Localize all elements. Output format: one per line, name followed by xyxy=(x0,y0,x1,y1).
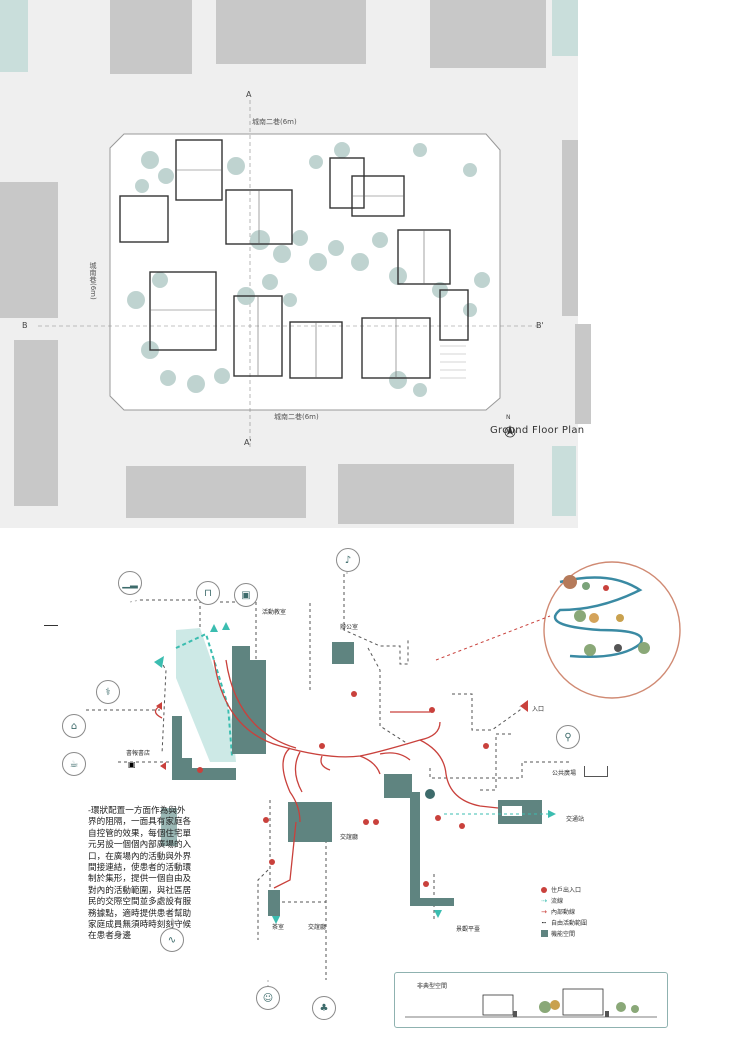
label-entrance: 入口 xyxy=(532,706,545,713)
building-top-teal xyxy=(0,0,28,72)
entrance-dots xyxy=(197,691,489,887)
teapot-icon: ☕ xyxy=(62,752,86,776)
section-a-top-label: A xyxy=(246,90,252,99)
legend-text: 機能空間 xyxy=(551,931,576,938)
legend-item-entrance: 住戶出入口 xyxy=(537,884,587,895)
building-bottom-teal xyxy=(552,446,576,516)
accessible-path xyxy=(175,632,233,757)
legend: 住戶出入口 ⇢ 流線 → 內部動線 ┅ 自由活動範圍 機能空間 xyxy=(537,884,587,939)
detail-pointer xyxy=(435,615,551,661)
legend-square-icon xyxy=(537,930,551,937)
lamp-icon: ⚲ xyxy=(556,725,580,749)
teal-panel xyxy=(161,808,177,846)
circulation-diagram xyxy=(86,561,681,990)
legend-arrow-icon: ⇢ xyxy=(541,896,547,905)
section-elevation-drawing xyxy=(405,988,657,1018)
building-top-2 xyxy=(216,0,366,64)
legend-text: 內部動線 xyxy=(551,909,576,916)
legend-text: 住戶出入口 xyxy=(551,887,582,894)
building-top-1 xyxy=(110,0,192,74)
label-office: 辦公室 xyxy=(340,624,359,631)
tree-icon: ♣ xyxy=(312,996,336,1020)
label-meeting: 交誼廳 xyxy=(340,834,359,841)
building-left-1 xyxy=(0,182,58,318)
camera-icon: ▣ xyxy=(128,760,136,769)
label-newsstand: 書報書店 xyxy=(126,750,151,757)
internal-circulation xyxy=(154,659,499,889)
red-marker-left xyxy=(156,702,162,710)
site-plan-drawing xyxy=(38,100,540,448)
ground-floor-plan-panel: A A' B B' 城南二巷(6m) 城南二巷(6m) 城南巷(6m) N Gr… xyxy=(0,0,591,528)
fence-icon xyxy=(584,766,608,777)
legend-item-function: 機能空間 xyxy=(537,928,587,939)
north-arrow xyxy=(504,425,516,438)
section-elevation-box: 非典型空間 xyxy=(394,972,668,1028)
red-marker-right xyxy=(520,700,528,712)
label-transport: 交通站 xyxy=(566,816,585,823)
site-block xyxy=(109,133,501,411)
building-bottom-2 xyxy=(338,464,514,524)
label-orchard: 景觀平臺 xyxy=(456,926,481,933)
tree-canopy xyxy=(127,142,490,397)
street-top-label: 城南二巷(6m) xyxy=(252,118,297,126)
interior-walls xyxy=(150,169,425,378)
street-bottom-label: 城南二巷(6m) xyxy=(274,413,319,421)
building-right-2 xyxy=(575,324,591,424)
legend-line-icon: → xyxy=(541,907,547,916)
legend-text: 流線 xyxy=(551,898,564,905)
section-b-left-label: B xyxy=(22,321,28,330)
label-public-plaza: 公共廣場 xyxy=(552,770,577,777)
building-right-1 xyxy=(562,140,578,316)
building-bottom-1 xyxy=(126,466,306,518)
legend-item-internal: → 內部動線 xyxy=(537,906,587,917)
design-description: -環狀配置一方面作為與外界的阻隔，一面具有家庭各自控管的效果，每個住宅單元另設一… xyxy=(88,806,192,942)
swim-icon: ∿ xyxy=(160,928,184,952)
blocks-icon: ▣ xyxy=(234,583,258,607)
people-icon: ☺ xyxy=(256,986,280,1010)
tree-icon-marker xyxy=(425,789,435,799)
building-left-2 xyxy=(14,340,58,506)
legend-item-range: ┅ 自由活動範圍 xyxy=(537,917,587,928)
plan-title: Ground Floor Plan xyxy=(490,425,585,436)
label-activity-room: 活動教室 xyxy=(262,609,287,616)
building-top-3 xyxy=(430,0,546,68)
legend-text: 自由活動範圍 xyxy=(551,920,588,927)
red-marker-left-2 xyxy=(160,762,166,770)
bench-icon: ⊓ xyxy=(196,581,220,605)
street-left-label: 城南巷(6m) xyxy=(89,262,97,300)
detail-circle xyxy=(543,561,681,699)
transport-window xyxy=(502,806,522,816)
building-top-right-teal xyxy=(552,0,578,56)
activity-range-dashed xyxy=(86,574,570,980)
label-library: 茶室 xyxy=(272,924,285,931)
legend-item-flow: ⇢ 流線 xyxy=(537,895,587,906)
section-b-right-label: B' xyxy=(536,321,544,330)
label-dining: 交誼廳 xyxy=(308,924,327,931)
north-label: N xyxy=(506,414,511,421)
ramp-icon: ▁▂ xyxy=(118,571,142,595)
section-a-bottom-label: A' xyxy=(244,438,252,447)
accessible-zone xyxy=(176,628,236,762)
section-title: 非典型空間 xyxy=(417,983,448,990)
left-rule xyxy=(44,625,58,626)
flow-arrows xyxy=(154,622,556,924)
microphone-icon: ♪ xyxy=(336,548,360,572)
parking-stripes xyxy=(440,345,466,379)
function-spaces xyxy=(172,642,542,916)
stethoscope-icon: ⚕ xyxy=(96,680,120,704)
shop-icon: ⌂ xyxy=(62,714,86,738)
legend-dash-icon: ┅ xyxy=(541,918,547,927)
legend-dot-icon xyxy=(537,886,551,893)
